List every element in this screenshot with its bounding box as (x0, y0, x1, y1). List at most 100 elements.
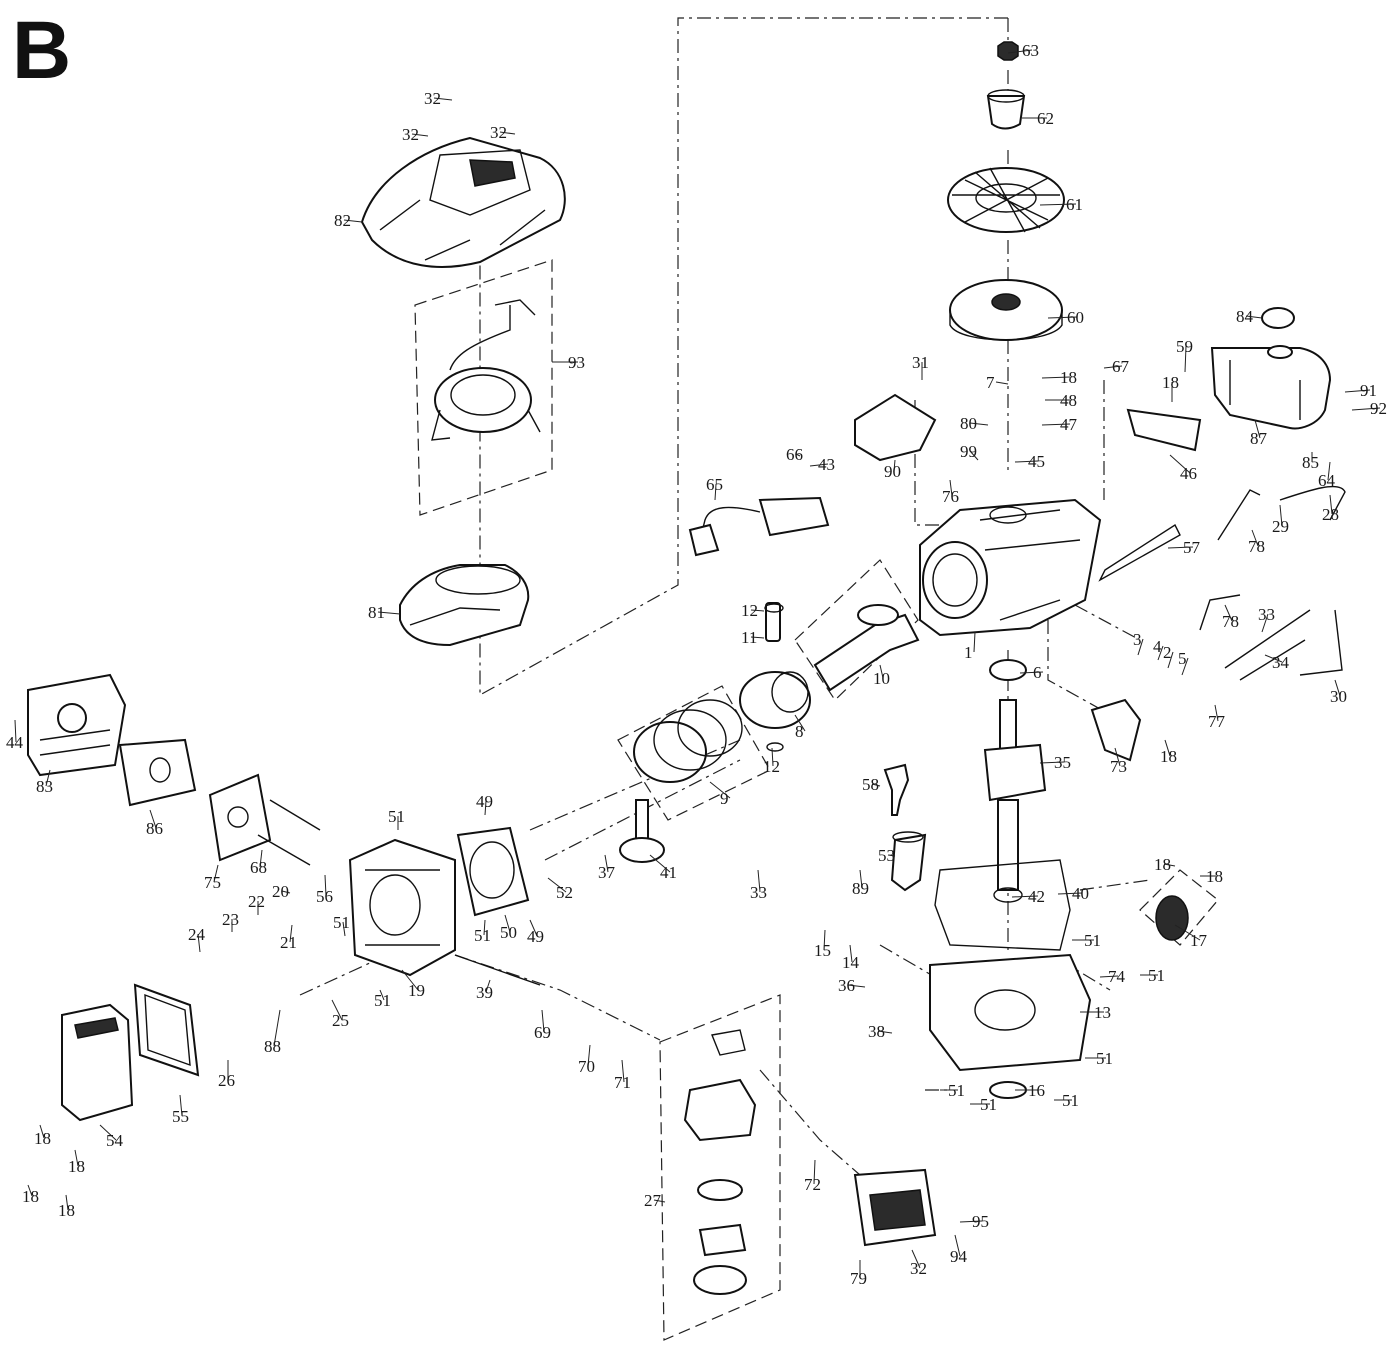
callout-leader-c99 (969, 450, 979, 461)
callout-leader-c51b (342, 921, 346, 937)
air-filter-79 (853, 1168, 937, 1247)
callout-c17: 17 (1190, 931, 1208, 950)
callout-c99: 99 (960, 442, 977, 461)
piston-group (633, 602, 920, 783)
callout-leader-c42 (1011, 895, 1039, 898)
callout-c9: 9 (720, 789, 729, 808)
blower-housing-81 (399, 564, 530, 647)
callout-c31: 31 (912, 353, 929, 372)
ignition-coil-65 (688, 496, 830, 557)
callout-c18d: 18 (1154, 855, 1171, 874)
callout-c65: 65 (706, 475, 723, 494)
callout-c48: 48 (1060, 391, 1077, 410)
callout-leader-c19 (401, 969, 419, 991)
callout-c90: 90 (884, 462, 901, 481)
callout-c16: 16 (1028, 1081, 1045, 1100)
callout-leader-c8 (794, 714, 806, 732)
callout-leader-c89 (859, 869, 863, 889)
callout-leader-c15 (823, 929, 826, 951)
callout-c46: 46 (1180, 464, 1197, 483)
callout-leader-c95 (959, 1220, 983, 1223)
callout-c51h: 51 (948, 1081, 965, 1100)
crankshaft-35 (983, 659, 1047, 891)
callout-leader-c5 (1181, 657, 1189, 676)
callout-leader-c58 (871, 783, 881, 787)
callout-leader-c47 (1041, 423, 1071, 426)
callout-c7: 7 (986, 373, 995, 392)
callout-c5: 5 (1178, 649, 1187, 668)
callout-leader-c74 (1099, 975, 1119, 978)
callout-c51j: 51 (1062, 1091, 1079, 1110)
callout-c95: 95 (972, 1212, 989, 1231)
callout-c1: 1 (964, 643, 973, 662)
callout-leader-c10 (879, 664, 884, 679)
callout-leader-c40 (1057, 892, 1083, 895)
cover-46 (1126, 408, 1202, 452)
callout-leader-c67 (1103, 365, 1123, 369)
callout-leader-c12b (771, 747, 774, 767)
callout-c18f: 18 (34, 1129, 51, 1148)
callout-leader-c21 (289, 924, 293, 943)
callout-c77: 77 (1208, 712, 1226, 731)
callout-c78b: 78 (1222, 612, 1239, 631)
callout-leader-c88 (273, 1009, 281, 1047)
bracket-73 (1090, 698, 1142, 762)
callout-c91: 91 (1360, 381, 1377, 400)
callout-leader-c70 (587, 1044, 591, 1067)
cylinder-head-19 (348, 838, 456, 977)
flywheel-stack (947, 41, 1065, 341)
callout-leader-c59 (1184, 345, 1187, 373)
callout-c4: 4 (1153, 637, 1162, 656)
callout-c24: 24 (188, 925, 206, 944)
callout-leader-c44 (14, 719, 17, 743)
callout-leader-c68 (259, 849, 263, 868)
callout-c83: 83 (36, 777, 53, 796)
callout-leader-c18h (27, 1184, 33, 1197)
callout-leader-c34 (1264, 654, 1283, 663)
callout-leader-c38 (877, 1030, 893, 1034)
callout-leader-c20 (281, 890, 291, 894)
callout-c53: 53 (878, 846, 895, 865)
callout-leader-c45 (1014, 460, 1039, 463)
callout-c51f: 51 (374, 991, 391, 1010)
callout-c38: 38 (868, 1022, 885, 1041)
carburetor-group-box (659, 994, 781, 1341)
callout-leader-c36 (847, 984, 866, 988)
callout-c44: 44 (6, 733, 24, 752)
callout-leader-c39 (485, 979, 491, 993)
muffler-shield-83 (27, 673, 127, 777)
callout-c58: 58 (862, 775, 879, 794)
callout-leader-c30 (1334, 679, 1341, 697)
callout-leader-c43 (809, 463, 829, 467)
sump-base-13 (929, 953, 1092, 1099)
callout-c8: 8 (795, 722, 804, 741)
callout-leader-c61 (1039, 203, 1077, 206)
callout-leader-c72 (813, 1159, 816, 1185)
callout-c18a: 18 (1060, 368, 1077, 387)
callout-leader-c33a (1261, 613, 1269, 633)
callout-c20: 20 (272, 882, 289, 901)
callout-leader-c52 (547, 877, 567, 893)
callout-leader-c56 (324, 874, 327, 897)
callout-leader-c83 (45, 769, 51, 787)
callout-c55: 55 (172, 1107, 189, 1126)
callout-c35: 35 (1054, 753, 1071, 772)
callout-c76: 76 (942, 487, 959, 506)
callout-c70: 70 (578, 1057, 595, 1076)
callout-c18b: 18 (1162, 373, 1179, 392)
callout-c21: 21 (280, 933, 297, 952)
callout-leader-c46 (1169, 454, 1191, 474)
callout-leader-c17 (1174, 924, 1201, 941)
base-gasket-40 (934, 859, 1071, 951)
callout-c50: 50 (500, 923, 517, 942)
callout-c34: 34 (1272, 653, 1290, 672)
callout-leader-c33b (757, 869, 761, 893)
callout-leader-c18c (1164, 739, 1171, 757)
callout-leader-c18a (1041, 376, 1071, 379)
callout-leader-c18g (74, 1149, 79, 1167)
callout-c88: 88 (264, 1037, 281, 1056)
callout-c75: 75 (204, 873, 221, 892)
callout-leader-c29 (1279, 504, 1283, 527)
